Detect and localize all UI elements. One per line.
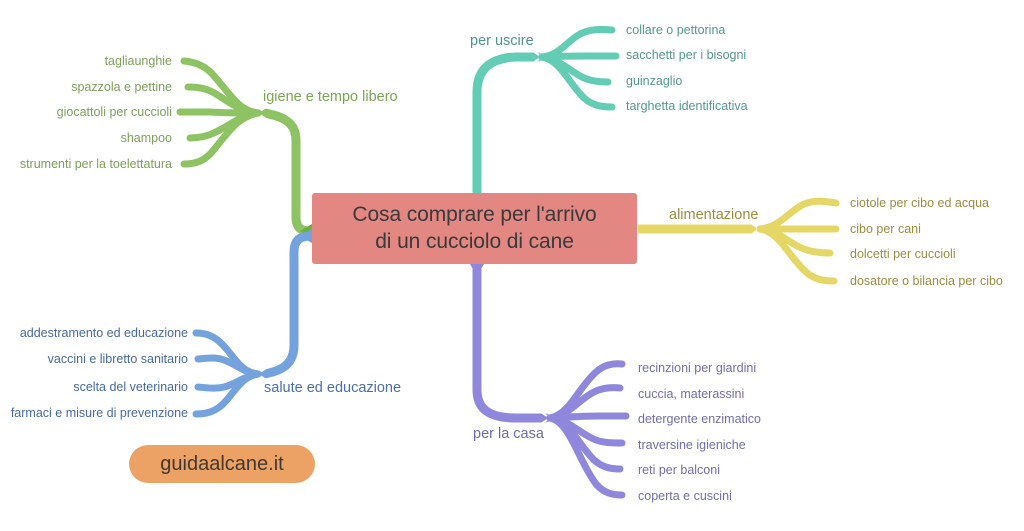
- branch-label-salute[interactable]: salute ed educazione: [264, 380, 402, 396]
- leaf-label-dosatore-o-bilancia-per-cibo[interactable]: dosatore o bilancia per cibo: [850, 274, 1003, 288]
- watermark-badge: guidaalcane.it: [129, 445, 315, 483]
- leaf-label-detergente-enzimatico[interactable]: detergente enzimatico: [638, 412, 761, 426]
- leaf-label-recinzioni-per-giardini[interactable]: recinzioni per giardini: [638, 361, 757, 375]
- leaf-label-addestramento-ed-educazione[interactable]: addestramento ed educazione: [19, 326, 188, 340]
- leaf-label-dolcetti-per-cuccioli[interactable]: dolcetti per cuccioli: [850, 247, 956, 261]
- branch-path-salute: [192, 229, 316, 418]
- leaf-label-targhetta-identificativa[interactable]: targhetta identificativa: [626, 99, 748, 113]
- leaf-label-tagliaunghie[interactable]: tagliaunghie: [104, 54, 172, 68]
- branch-label-uscire[interactable]: per uscire: [470, 33, 534, 49]
- root-node[interactable]: Cosa comprare per l'arrivo di un cucciol…: [312, 193, 637, 264]
- watermark-label: guidaalcane.it: [160, 453, 284, 475]
- leaf-label-shampoo[interactable]: shampoo: [120, 131, 172, 145]
- branch-path-igiene: [176, 57, 316, 238]
- leaf-label-cibo-per-cani[interactable]: cibo per cani: [850, 222, 921, 236]
- leaf-label-vaccini-e-libretto-sanitario[interactable]: vaccini e libretto sanitario: [47, 352, 188, 366]
- leaf-label-farmaci-e-misure-di-prevenzione[interactable]: farmaci e misure di prevenzione: [10, 406, 188, 420]
- leaf-label-giocattoli-per-cuccioli[interactable]: giocattoli per cuccioli: [56, 105, 172, 119]
- leaf-label-sacchetti-per-i-bisogni[interactable]: sacchetti per i bisogni: [626, 48, 747, 62]
- leaf-label-spazzola-e-pettine[interactable]: spazzola e pettine: [71, 80, 172, 94]
- branch-path-alimentazione: [638, 197, 840, 285]
- branch-label-alimentazione[interactable]: alimentazione: [669, 207, 759, 223]
- leaf-label-cuccia-materassini[interactable]: cuccia, materassini: [638, 387, 745, 401]
- root-node-label: Cosa comprare per l'arrivo di un cucciol…: [352, 202, 597, 253]
- leaf-label-guinzaglio[interactable]: guinzaglio: [626, 74, 683, 88]
- branch-path-casa: [470, 260, 630, 499]
- branch-label-igiene[interactable]: igiene e tempo libero: [263, 89, 398, 105]
- leaf-label-scelta-del-veterinario[interactable]: scelta del veterinario: [73, 380, 188, 394]
- leaf-label-coperta-e-cuscini[interactable]: coperta e cuscini: [638, 489, 732, 503]
- leaf-label-ciotole-per-cibo-ed-acqua[interactable]: ciotole per cibo ed acqua: [850, 196, 989, 210]
- branch-label-casa[interactable]: per la casa: [473, 426, 544, 442]
- leaf-label-strumenti-per-la-toelettatura[interactable]: strumenti per la toelettatura: [19, 157, 172, 171]
- leaf-label-reti-per-balconi[interactable]: reti per balconi: [638, 463, 720, 477]
- leaf-label-traversine-igieniche[interactable]: traversine igieniche: [638, 438, 746, 452]
- branch-path-uscire: [470, 26, 620, 205]
- leaf-label-collare-o-pettorina[interactable]: collare o pettorina: [626, 23, 726, 37]
